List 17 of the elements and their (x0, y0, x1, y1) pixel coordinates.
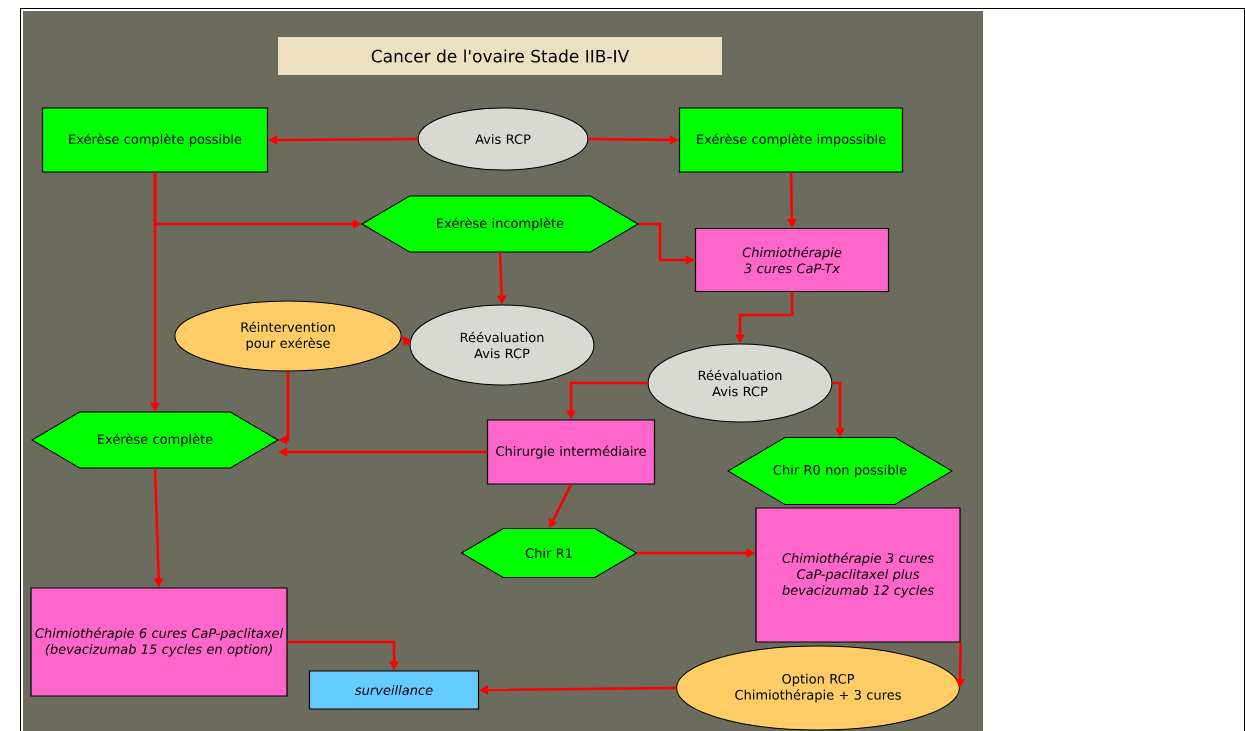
process-box: Exérèse complète possible (41, 107, 269, 173)
process-box: Chirurgie intermédiaire (486, 419, 656, 485)
hexagon-node: Exérèse incomplète (361, 195, 639, 253)
process-box: Chimiothérapie 3 cures CaP-Tx (694, 227, 890, 293)
process-box: Chimiothérapie 3 cures CaP-paclitaxel plus bevacizumab 12 cycles (755, 507, 961, 643)
hexagon-node: Chir R0 non possible (727, 437, 953, 505)
ellipse-node: Réévaluation Avis RCP (647, 343, 833, 423)
process-box: Chimiothérapie 6 cures CaP-paclitaxel (bevacizumab 15 cycles en option) (30, 587, 288, 697)
process-box: Exérèse complète impossible (678, 107, 904, 173)
ellipse-node: Avis RCP (417, 107, 589, 171)
ellipse-node: Réintervention pour exérèse (174, 300, 402, 372)
title-box: Cancer de l'ovaire Stade IIB-IV (278, 37, 722, 75)
hexagon-node: Exérèse complète (31, 411, 279, 469)
hexagon-node: Chir R1 (461, 528, 637, 578)
ellipse-node: Réévaluation Avis RCP (409, 304, 595, 386)
ellipse-node: Option RCP Chimiothérapie + 3 cures (676, 645, 960, 731)
process-box: surveillance (308, 670, 480, 710)
